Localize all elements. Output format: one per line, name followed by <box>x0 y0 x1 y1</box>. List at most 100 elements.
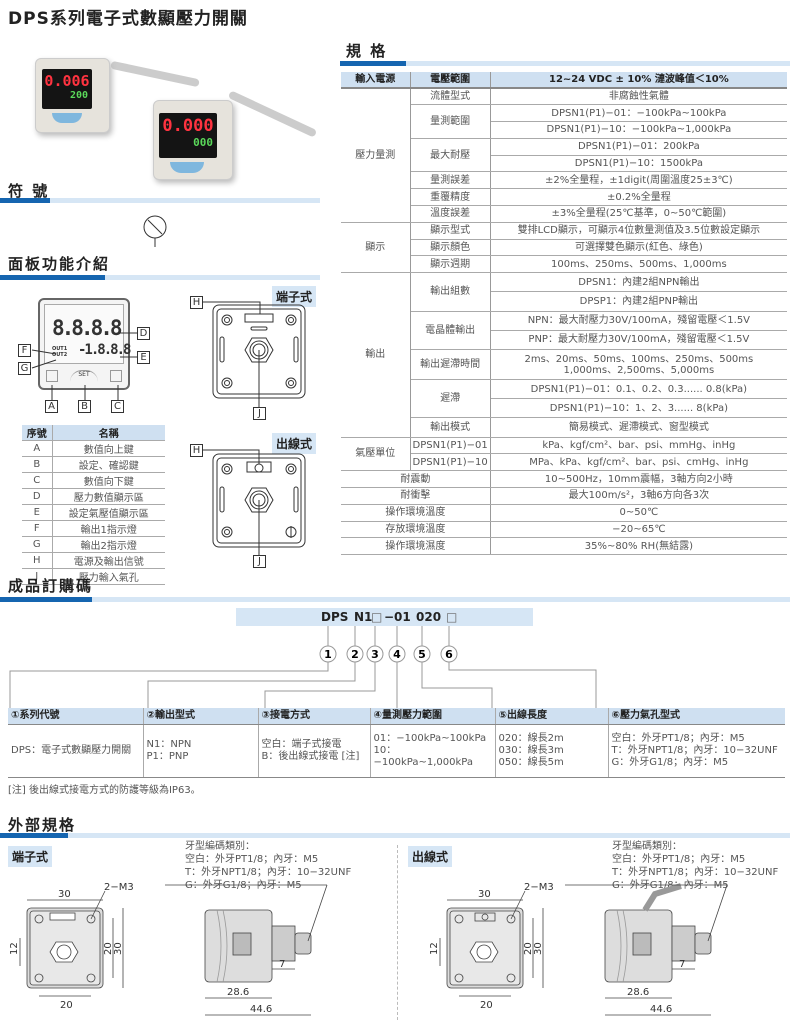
device-2-main-readout: 0.000 <box>162 116 214 136</box>
spec-header-power: 輸入電源 <box>341 72 411 89</box>
section-bar <box>0 198 320 203</box>
spec-value: ±2%全量程，±1digit(周圍溫度25±3℃) <box>490 171 787 190</box>
device-1-main-readout: 0.006 <box>44 72 90 90</box>
device-1-sub-readout: 200 <box>69 90 88 101</box>
symbol-heading: 符 號 <box>8 182 50 200</box>
cable-type-label: 出線式 <box>272 433 317 454</box>
row-code: C <box>22 472 53 489</box>
dim-hole-pitch: 20 <box>480 1000 493 1011</box>
spec-row: 量測誤差±2%全量程，±1digit(周圍溫度25±3℃) <box>341 171 787 190</box>
code-series: DPS <box>321 610 349 624</box>
spec-row: DPSN1(P1)−10：1500kPa <box>341 155 787 173</box>
spec-row: 存放環境溫度−20~65℃ <box>341 521 787 539</box>
device-1: 0.006 200 <box>35 58 110 133</box>
panel-heading: 面板功能介紹 <box>8 255 111 273</box>
external-heading: 外部規格 <box>8 816 77 834</box>
set-button <box>52 113 82 123</box>
page-title: DPS系列電子式數顯壓力開關 <box>8 9 248 29</box>
dim-hole-pitch: 20 <box>60 1000 73 1011</box>
order-option: G：外牙G1/8；內牙：M5 <box>611 757 729 768</box>
dim-30: 30 <box>533 942 544 955</box>
out2-indicator: OUT2 <box>52 352 68 358</box>
order-header: ⑤出線長度 <box>495 708 609 725</box>
row-name: 輸出2指示燈 <box>52 536 165 553</box>
dim-30: 30 <box>113 942 124 955</box>
order-option: T：外牙NPT1/8；內牙：10−32UNF <box>611 745 778 756</box>
spec-item: 最大耐壓 <box>410 138 491 173</box>
dim-width: 30 <box>478 889 491 900</box>
row-code: A <box>22 440 53 457</box>
spec-row: 耐衝擊最大100m/s²，3軸6方向各3次 <box>341 487 787 505</box>
callout-e: E <box>137 351 150 364</box>
thread-option: 空白：外牙PT1/8；內牙：M5 <box>612 854 746 865</box>
spec-item: 顯示顏色 <box>410 239 491 257</box>
row-code: B <box>22 456 53 473</box>
callout-j-terminal: J <box>253 407 266 420</box>
callout-f: F <box>18 344 31 357</box>
back-view-cable <box>203 449 306 555</box>
order-position-circle <box>319 645 337 663</box>
section-bar <box>0 275 320 280</box>
order-position-circle <box>440 645 458 663</box>
spec-item: 輸出組數 <box>410 272 491 312</box>
order-options: DPS：電子式數顯壓力開關 <box>8 724 144 778</box>
header-name: 名稱 <box>52 425 165 441</box>
spec-item: DPSN1(P1)−01 <box>410 437 491 455</box>
thread-option: 空白：外牙PT1/8；內牙：M5 <box>185 854 319 865</box>
row-name: 壓力輸入氣孔 <box>52 568 165 585</box>
spec-item: 顯示週期 <box>410 255 491 274</box>
callout-j-cable: J <box>253 555 266 568</box>
order-position-number: 2 <box>351 648 359 661</box>
order-position-circle <box>366 645 384 663</box>
row-code: J <box>22 568 53 585</box>
row-name: 壓力數值顯示區 <box>52 488 165 505</box>
product-photo: 0.006 200 0.000 000 <box>30 50 318 180</box>
row-code: F <box>22 520 53 537</box>
spec-value: DPSN1(P1)−10：1500kPa <box>490 155 787 173</box>
spec-item: 量測誤差 <box>410 171 491 190</box>
spec-value: 2ms、20ms、50ms、100ms、250ms、500ms 1,000ms、… <box>490 349 787 381</box>
header-no: 序號 <box>22 425 53 441</box>
dim-holes: 2−M3 <box>104 882 134 893</box>
row-name: 設定、確認鍵 <box>52 456 165 473</box>
spec-item: 重覆精度 <box>410 188 491 207</box>
spec-item: 存放環境溫度 <box>341 521 491 539</box>
dim-12: 12 <box>9 942 20 955</box>
spec-value: 0~50℃ <box>490 504 787 522</box>
spec-row: 顯示顯示型式雙排LCD顯示，可顯示4位數量測值及3.5位數設定顯示 <box>341 222 787 274</box>
order-position-number: 3 <box>371 648 379 661</box>
dim-28-6: 28.6 <box>227 987 249 998</box>
callout-h-cable: H <box>190 444 203 457</box>
dim-7: 7 <box>279 959 285 970</box>
order-position-number: 4 <box>393 648 401 661</box>
spec-value: 簡易模式、遲滯模式、窗型模式 <box>490 417 787 438</box>
spec-item: 流體型式 <box>410 88 491 106</box>
dim-44-6: 44.6 <box>650 1004 672 1015</box>
spec-value: 可選擇雙色顯示(紅色、綠色) <box>490 239 787 257</box>
sub-display: -1.8.8.8 <box>78 342 131 358</box>
order-code-bar: DPS N1 □ −01 020 □ <box>236 608 533 626</box>
thread-option: G：外牙G1/8；內牙：M5 <box>612 880 729 891</box>
down-key[interactable] <box>110 370 122 382</box>
front-panel-diagram: 8.8.8.8 -1.8.8.8 OUT1 OUT2 SET <box>38 298 131 390</box>
callout-d: D <box>137 327 150 340</box>
spec-row: 壓力量測流體型式非腐蝕性氣體 <box>341 88 787 223</box>
up-key[interactable] <box>46 370 58 382</box>
dim-28-6: 28.6 <box>627 987 649 998</box>
dimension-drawing: 30 2−M3 20 12 20 30 7 28.6 44.6 <box>429 882 728 1016</box>
spec-row: 顯示顏色可選擇雙色顯示(紅色、綠色) <box>341 239 787 257</box>
set-key[interactable]: SET <box>70 370 98 382</box>
divider <box>397 845 398 1020</box>
order-position-circle <box>388 645 406 663</box>
dim-7: 7 <box>679 959 685 970</box>
order-option: 01：−100kPa~100kPa <box>373 733 487 744</box>
